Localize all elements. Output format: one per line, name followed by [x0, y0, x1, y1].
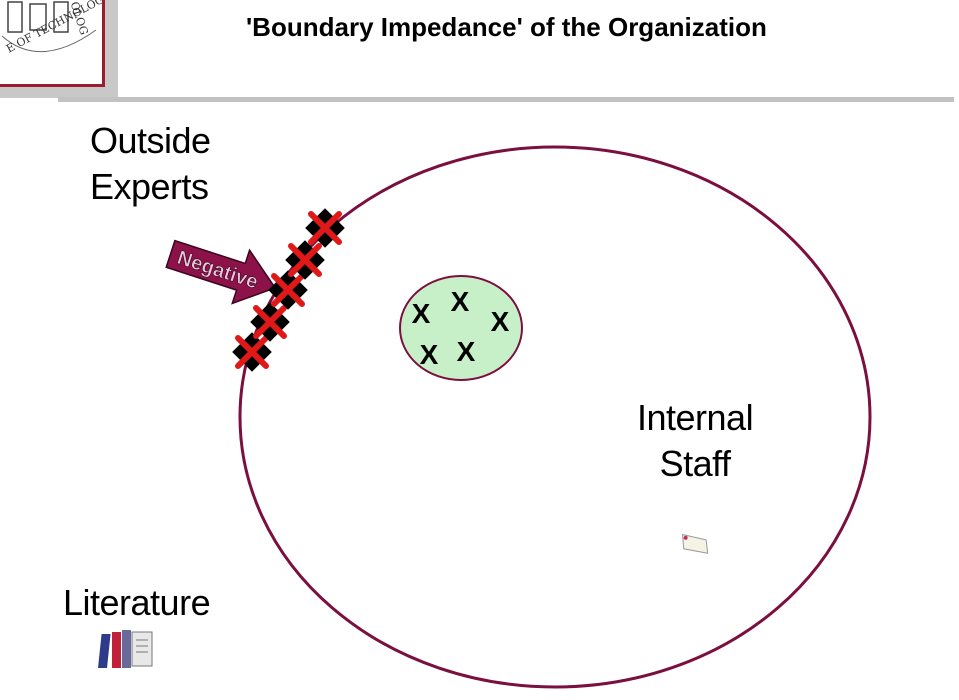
inner-x-mark: X — [412, 298, 431, 329]
logo-seal-icon — [1, 1, 97, 53]
paper-note-icon — [681, 533, 709, 554]
blocked-x-icon — [250, 302, 290, 342]
inner-x-mark: X — [451, 286, 470, 317]
outside-experts-line: Outside — [90, 120, 211, 161]
inner-x-mark: X — [457, 336, 476, 367]
literature-label: Literature — [63, 582, 211, 623]
logo-frame: E OF TECHNOLOGY OLOG — [0, 0, 118, 98]
internal-staff-line: Staff — [659, 443, 731, 484]
title-rule — [58, 97, 954, 102]
internal-staff-line: Internal — [637, 397, 754, 438]
institute-logo: E OF TECHNOLOGY OLOG — [0, 0, 105, 87]
blocked-x-icon — [305, 208, 345, 248]
internal-staff-label: Internal Staff — [637, 395, 754, 487]
blocked-x-icon — [285, 240, 325, 280]
negative-arrow: Negative — [165, 239, 277, 305]
internal-group — [399, 275, 523, 381]
inner-x-mark: X — [420, 339, 439, 370]
book-stack-icon — [98, 630, 153, 668]
inner-x-mark: X — [491, 306, 510, 337]
blocked-x-icon — [268, 270, 308, 310]
organization-boundary — [238, 145, 872, 689]
outside-experts-line: Experts — [90, 166, 209, 207]
blocked-x-icon — [232, 332, 272, 372]
blocked-crossings — [232, 208, 345, 372]
outside-experts-label: Outside Experts — [90, 118, 211, 210]
slide-title: 'Boundary Impedance' of the Organization — [246, 12, 767, 42]
